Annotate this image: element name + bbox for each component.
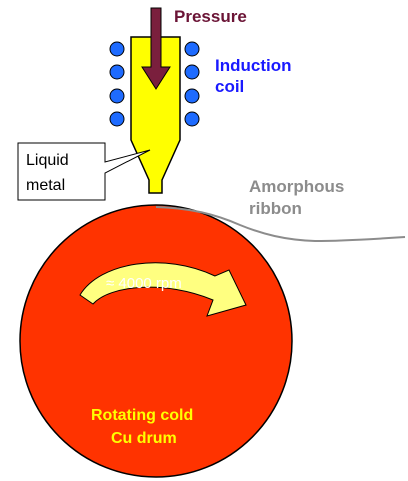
amorphous-ribbon-label-line1: Amorphous bbox=[249, 177, 344, 196]
pressure-label: Pressure bbox=[174, 7, 247, 26]
induction-coil-label-line1: Induction bbox=[215, 56, 291, 75]
coil-turn bbox=[109, 111, 125, 127]
liquid-metal-label-line2: metal bbox=[26, 177, 65, 194]
rotation-arrow bbox=[79, 262, 247, 317]
coil-turn bbox=[184, 111, 200, 127]
coil-turn bbox=[184, 41, 200, 57]
amorphous-ribbon bbox=[155, 206, 406, 243]
coil-turn bbox=[184, 88, 200, 104]
drum-label-line1: Rotating cold bbox=[91, 407, 193, 424]
induction-coil-label-line2: coil bbox=[215, 77, 244, 96]
induction-coil bbox=[109, 41, 200, 127]
coil-turn bbox=[109, 41, 125, 57]
rpm-label: ≈ 4000 rpm bbox=[106, 275, 182, 292]
pressure-arrow bbox=[141, 7, 171, 90]
coil-turn bbox=[109, 88, 125, 104]
liquid-metal-callout bbox=[17, 142, 151, 201]
coil-turn bbox=[184, 64, 200, 80]
coil-turn bbox=[109, 64, 125, 80]
amorphous-ribbon-label-line2: ribbon bbox=[249, 199, 302, 218]
liquid-metal-label-line1: Liquid bbox=[26, 152, 69, 169]
drum-label-line2: Cu drum bbox=[111, 430, 177, 447]
